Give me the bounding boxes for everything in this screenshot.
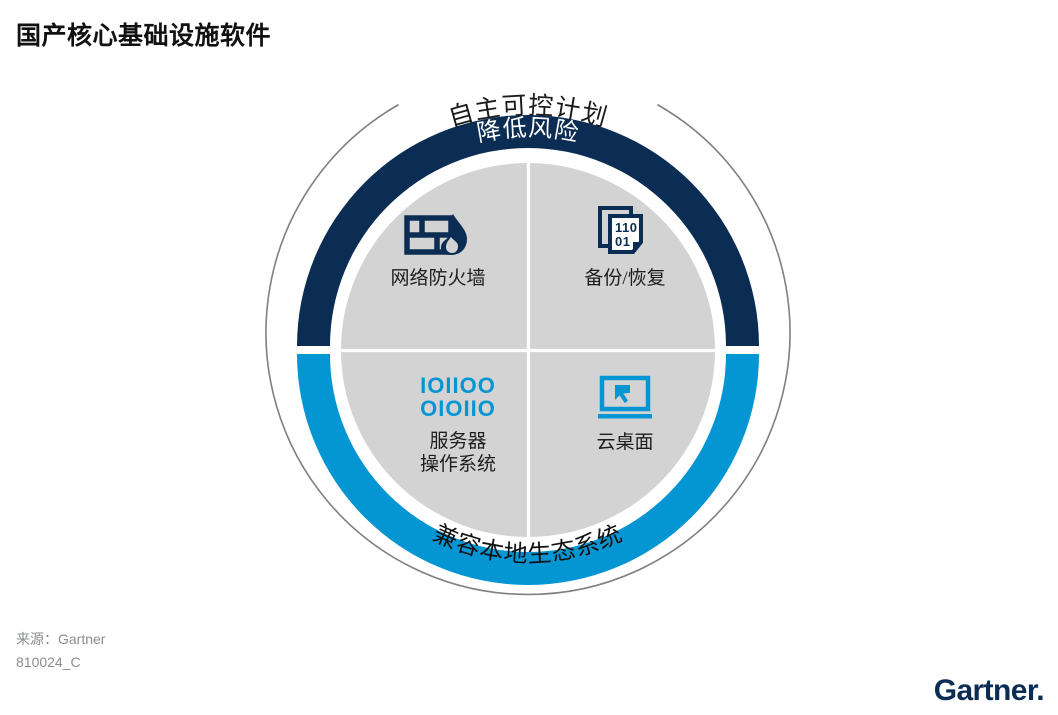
firewall-icon <box>403 206 473 258</box>
binary-line-2: OIOIIO <box>420 396 496 422</box>
quadrant-label: 服务器 操作系统 <box>419 431 496 476</box>
quadrant-server-os[interactable]: IOIIOO OIOIIO 服务器 操作系统 <box>378 373 538 476</box>
quadrant-network-firewall[interactable]: 网络防火墙 <box>358 206 518 290</box>
gartner-logo-dot: . <box>1036 674 1044 707</box>
source-note: 来源：Gartner <box>16 631 106 647</box>
donut-svg: 自主可控计划 降低风险 兼容本地生态系统 <box>265 92 791 596</box>
ring-segment-bottom <box>297 354 759 585</box>
quadrant-label: 网络防火墙 <box>390 268 486 289</box>
donut-diagram: 自主可控计划 降低风险 兼容本地生态系统 <box>265 92 791 596</box>
svg-text:110: 110 <box>615 220 637 235</box>
quadrant-label: 备份/恢复 <box>584 268 666 289</box>
laptop-cursor-icon <box>594 370 656 422</box>
backup-documents-icon: 110 01 <box>596 206 654 258</box>
binary-line-1: IOIIOO <box>420 372 496 398</box>
svg-text:01: 01 <box>615 234 630 249</box>
quadrant-backup-restore[interactable]: 110 01 备份/恢复 <box>545 206 705 290</box>
page-title: 国产核心基础设施软件 <box>16 23 272 50</box>
document-id: 810024_C <box>16 654 81 670</box>
binary-code-icon: IOIIOO OIOIIO <box>420 373 496 421</box>
gartner-logo: Gartner. <box>933 674 1045 707</box>
gartner-logo-text: Gartner <box>933 674 1037 707</box>
ring-segment-top <box>297 115 759 346</box>
outer-thin-arc <box>265 104 791 596</box>
quadrant-cloud-desktop[interactable]: 云桌面 <box>545 370 705 454</box>
quadrant-label: 云桌面 <box>596 432 654 453</box>
